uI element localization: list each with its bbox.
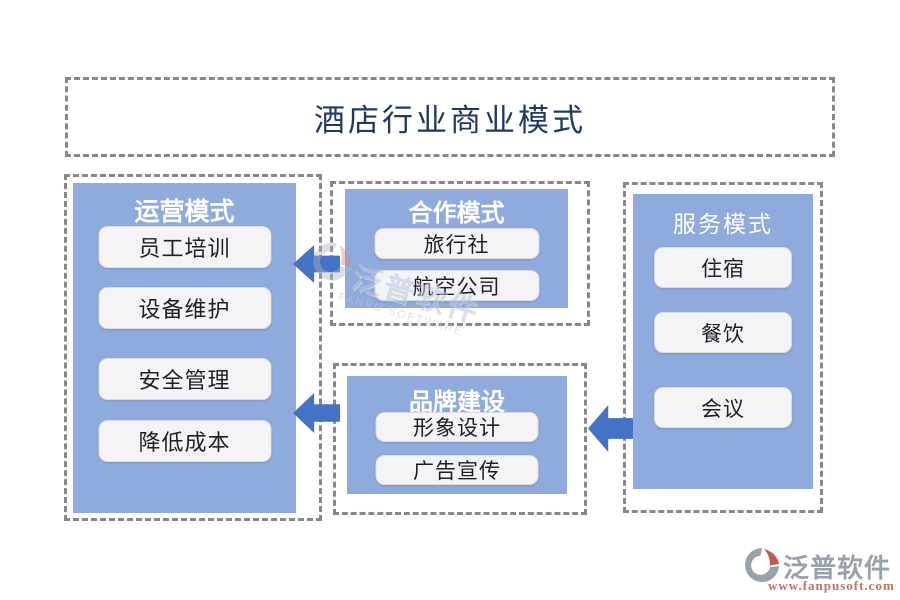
footer-url-text: www.fanpusoft.com	[768, 578, 895, 593]
operation-item-equipment-maintenance: 设备维护	[98, 287, 271, 329]
cooperation-panel: 合作模式 旅行社 航空公司	[345, 189, 568, 308]
service-group: 服务模式 住宿 餐饮 会议	[623, 182, 823, 513]
operation-item-safety-management: 安全管理	[98, 358, 271, 400]
cooperation-item-travel-agency: 旅行社	[374, 228, 539, 259]
fanpu-logo-icon	[745, 548, 779, 582]
cooperation-group: 合作模式 旅行社 航空公司	[330, 181, 590, 326]
operation-panel: 运营模式 员工培训 设备维护 安全管理 降低成本	[73, 183, 296, 513]
operation-item-staff-training: 员工培训	[98, 226, 271, 268]
brand-panel: 品牌建设 形象设计 广告宣传	[347, 376, 567, 494]
brand-item-advertising: 广告宣传	[375, 455, 539, 485]
service-header: 服务模式	[673, 212, 773, 237]
service-item-meeting: 会议	[654, 387, 792, 428]
footer-logo: 泛普软件 www.fanpusoft.com	[742, 545, 895, 593]
operation-item-cost-reduction: 降低成本	[98, 420, 271, 462]
service-item-accommodation: 住宿	[654, 247, 792, 288]
brand-group: 品牌建设 形象设计 广告宣传	[333, 363, 587, 515]
service-panel: 服务模式 住宿 餐饮 会议	[633, 194, 813, 489]
title-box: 酒店行业商业模式	[65, 77, 835, 157]
operation-header: 运营模式	[134, 198, 235, 226]
brand-header: 品牌建设	[409, 389, 505, 416]
footer-brand-text: 泛普软件	[783, 553, 892, 583]
diagram-title: 酒店行业商业模式	[314, 102, 586, 138]
cooperation-item-airline: 航空公司	[374, 270, 539, 301]
brand-item-image-design: 形象设计	[375, 412, 539, 442]
service-item-catering: 餐饮	[654, 312, 792, 353]
cooperation-header: 合作模式	[408, 200, 505, 227]
operation-group: 运营模式 员工培训 设备维护 安全管理 降低成本	[64, 174, 322, 521]
